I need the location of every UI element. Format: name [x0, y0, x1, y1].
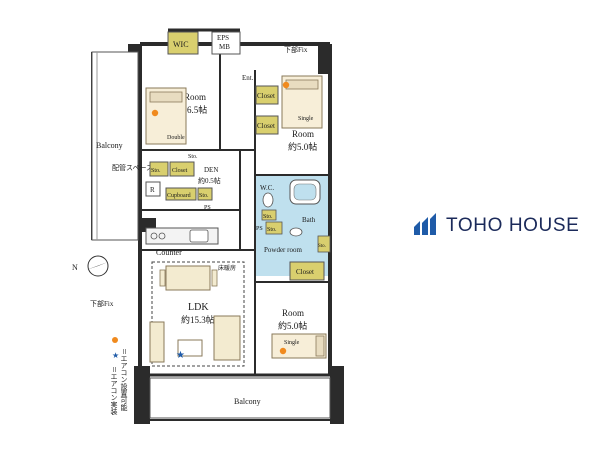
eps-label: EPS: [217, 34, 229, 42]
room-nw-title: Room: [184, 92, 206, 102]
ac-installed-star-ldk: ★: [176, 350, 185, 361]
balcony-west-label: Balcony: [96, 141, 123, 150]
balcony-south: Balcony: [149, 377, 331, 419]
compass-north-label: N: [72, 263, 78, 272]
pipe-space-label: 配管スペース: [112, 163, 153, 172]
den-size: 約0.5帖: [198, 176, 221, 185]
floor-heating-zone: [151, 261, 245, 367]
double-bed-label: Double: [167, 135, 185, 141]
room-se-title: Room: [282, 308, 304, 318]
closet-se-label: Closet: [296, 268, 314, 276]
sto-5-label: Sto.: [267, 227, 277, 233]
ps-1-label: PS: [204, 205, 211, 211]
legend-ac-possible-text: ＝エアコン設置可能: [120, 348, 128, 412]
ac-possible-dot-ne: [282, 81, 290, 89]
den-title: DEN: [204, 166, 218, 174]
closet-2-label: Closet: [257, 122, 275, 130]
cupboard-label: Cupboard: [167, 193, 191, 199]
floor-heating-label: 床暖房: [218, 264, 236, 272]
brand-name: TOHO HOUSE: [446, 215, 580, 236]
compass: N: [72, 255, 109, 277]
under-fix-label-top: 下部Fix: [284, 45, 308, 54]
ps-2-label: PS: [256, 226, 263, 232]
balcony-west: Balcony 配管スペース: [91, 51, 153, 241]
counter-label: Counter: [156, 248, 182, 257]
sto-4-label: Sto.: [263, 214, 273, 220]
single-bed-ne-label: Single: [298, 116, 314, 122]
ldk-title: LDK: [188, 302, 209, 313]
ldk-size: 約15.3帖: [181, 314, 215, 325]
legend-ac-installed-text: ＝エアコン実装: [110, 366, 118, 416]
wet-area: W.C. Bath Sto. PS Sto. Powder room Sto.: [256, 176, 331, 276]
room-southeast: Closet Room 約5.0帖 Single: [271, 261, 327, 359]
mb-label: MB: [219, 43, 230, 51]
room-se-size: 約5.0帖: [278, 320, 307, 331]
room-northwest: Room 約6.5帖 Double: [145, 87, 207, 145]
balcony-south-label: Balcony: [234, 397, 261, 406]
wic-area: WIC EPS MB 下部Fix: [167, 31, 308, 55]
single-bed-se-label: Single: [284, 340, 300, 346]
powder-room-label: Powder room: [264, 246, 302, 254]
walls: [91, 28, 340, 421]
closet-1-label: Closet: [257, 92, 275, 100]
wc-label: W.C.: [260, 184, 274, 192]
room-ne-size: 約5.0帖: [288, 141, 317, 152]
sto-2-label: Sto.: [188, 154, 198, 160]
legend-ac-possible-dot: [112, 337, 118, 343]
legend: ★ ＝エアコン設置可能 ＝エアコン実装: [110, 337, 128, 416]
ac-possible-dot-se: [279, 347, 287, 355]
den-area: Sto. Closet Sto. DEN 約0.5帖 R Cupboard St…: [145, 154, 221, 211]
under-fix-label-west: 下部Fix: [90, 299, 114, 308]
room-ne-title: Room: [292, 129, 314, 139]
closet-den-label: Closet: [172, 168, 188, 174]
entrance-label: Ent.: [242, 74, 254, 82]
legend-ac-installed-star: ★: [112, 351, 119, 360]
sto-6-label: Sto.: [318, 244, 326, 249]
ac-possible-dot-nw: [151, 109, 159, 117]
brand-logo: TOHO HOUSE: [412, 210, 598, 242]
r-mark: R: [150, 186, 155, 194]
room-nw-size: 約6.5帖: [178, 104, 207, 115]
toho-house-logo-mark-icon: [414, 213, 436, 235]
sto-1-label: Sto.: [151, 168, 161, 174]
sto-3-label: Sto.: [199, 193, 209, 199]
wic-label: WIC: [173, 40, 189, 49]
ldk-room: 床暖房 LDK 約15.3帖 ★: [149, 261, 245, 367]
kitchen: Counter: [145, 227, 219, 257]
bath-label: Bath: [302, 216, 316, 224]
room-northeast: Ent. Closet Closet Room 約5.0帖 Single: [242, 74, 323, 152]
